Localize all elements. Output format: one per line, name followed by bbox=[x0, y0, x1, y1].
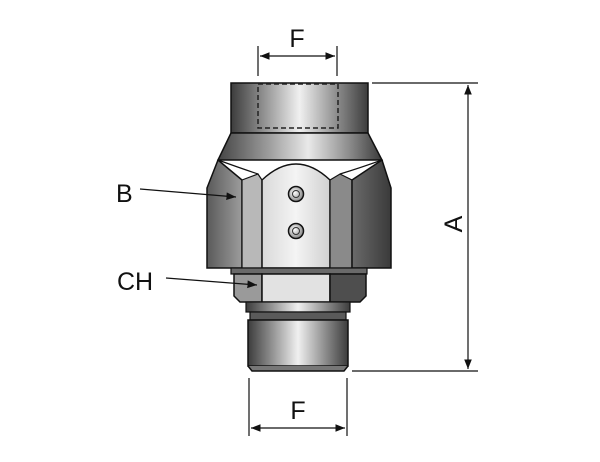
hex-body bbox=[206, 158, 392, 269]
label-f-bottom: F bbox=[290, 397, 305, 425]
chamfer bbox=[216, 132, 384, 161]
top-cap bbox=[230, 82, 369, 134]
label-f-top: F bbox=[289, 25, 304, 53]
label-a: A bbox=[440, 215, 468, 232]
hole-upper bbox=[287, 185, 305, 203]
hidden-bore bbox=[257, 83, 339, 129]
dimension-f-top: F bbox=[257, 25, 338, 76]
label-b: B bbox=[116, 180, 133, 208]
leader-b: B bbox=[116, 180, 237, 208]
label-ch: CH bbox=[117, 268, 153, 296]
leader-ch: CH bbox=[117, 268, 258, 296]
hole-lower bbox=[287, 222, 305, 240]
dimension-f-bottom: F bbox=[248, 378, 348, 436]
dimension-a: A bbox=[352, 82, 478, 372]
bottom-thread bbox=[245, 301, 351, 372]
